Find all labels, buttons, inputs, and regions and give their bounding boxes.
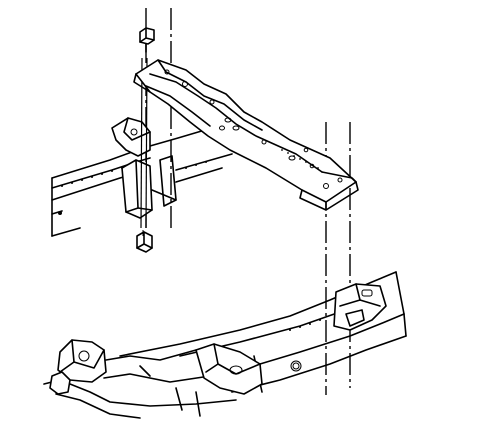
- left-mount-bracket: [111, 117, 177, 219]
- upper-bolt: [139, 27, 155, 53]
- lower-bolt: [136, 230, 153, 253]
- crossmember-weld-dots: [281, 149, 319, 169]
- front-chassis-section: [43, 339, 263, 419]
- crossmember: [133, 59, 359, 211]
- crossmember-holes: [164, 69, 343, 189]
- lower-frame-rail: [119, 271, 407, 393]
